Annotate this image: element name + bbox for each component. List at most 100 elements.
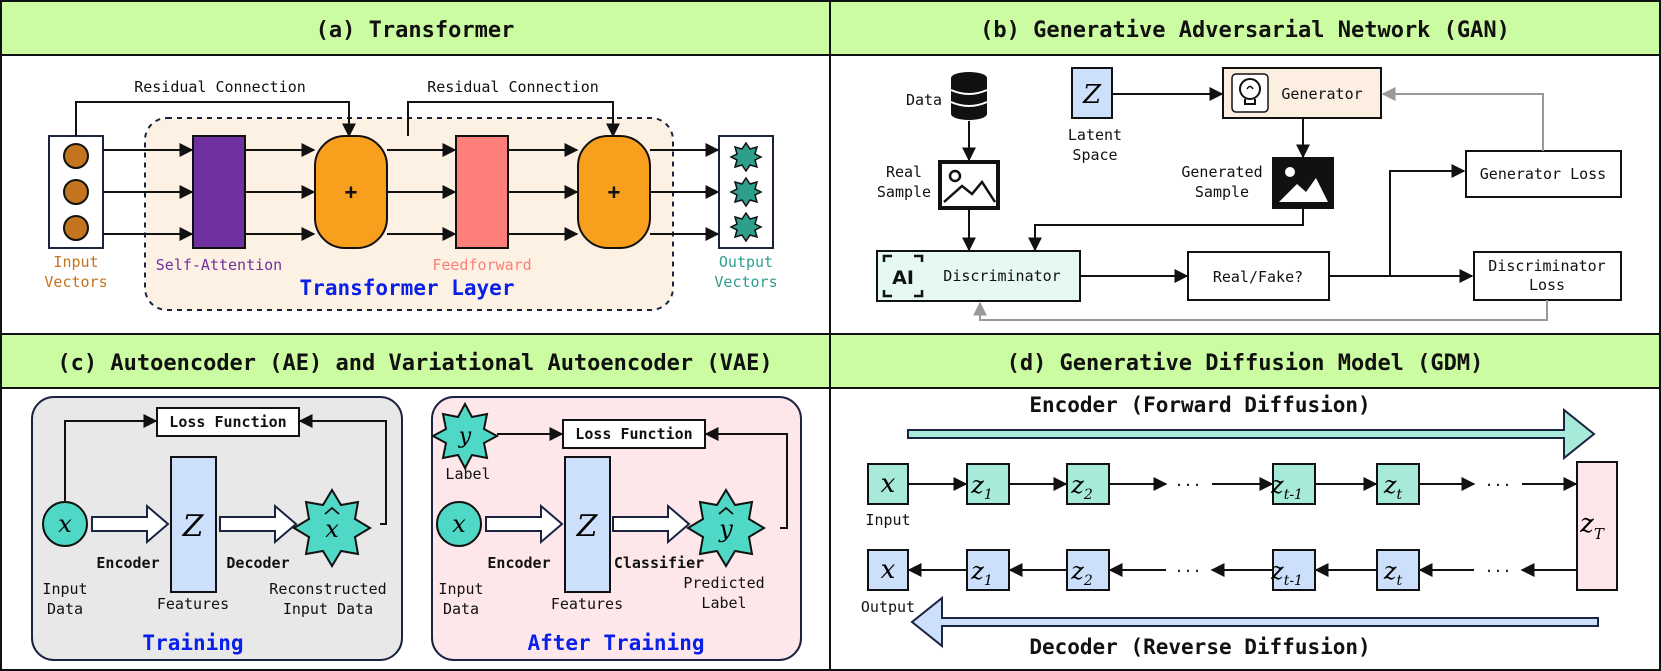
input-data-label-left-2: Data [47,600,83,618]
input-data-label-left-1: Input [42,580,87,598]
latent-space-label-2: Space [1072,146,1117,164]
latent-zT: zT [1579,509,1605,543]
after-training-caption: After Training [527,631,704,655]
generator-label: Generator [1281,85,1362,103]
latent-z-box [1071,67,1113,119]
xhat-symbol: x [325,515,339,543]
features-z-symbol-left: Z [182,509,205,544]
real-sample-label-1: Real [886,163,922,181]
label-y-node [430,401,500,471]
panel-a-header [0,0,831,56]
input-x-symbol-right: x [452,510,466,538]
forward-zt1: zt-1 [1270,471,1303,503]
reverse-ellipsis-2: ··· [1484,562,1511,580]
input-data-label-right-2: Data [443,600,479,618]
features-z-symbol-right: Z [576,509,599,544]
output-x-box [867,549,909,591]
generated-sample-label-2: Sample [1195,183,1249,201]
panel-d-diffusion: Encoder (Forward Diffusion) x Input z1 z… [861,393,1618,659]
classifier-arrow [612,503,691,545]
residual-connection-label-1: Residual Connection [134,78,306,96]
reverse-ellipsis-1: ··· [1174,562,1201,580]
encoder-arrow-right [485,503,564,545]
reconstructed-xhat-node [292,488,372,568]
real-fake-box [1187,251,1330,301]
forward-ellipsis-2: ··· [1484,476,1511,494]
reverse-diffusion-arrow [910,595,1599,649]
predicted-yhat-node [686,488,766,568]
forward-z2-box [1066,463,1110,505]
database-icon [950,72,988,120]
add-norm-plus-1: + [345,180,358,204]
loss-function-label-right: Loss Function [575,425,692,443]
encoder-label-right: Encoder [487,554,550,572]
predicted-label-2: Label [701,594,746,612]
generator-loss-label: Generator Loss [1480,165,1606,183]
transformer-layer-label: Transformer Layer [300,276,515,300]
encoder-arrow-left [91,503,170,545]
training-caption: Training [142,631,243,655]
label-text: Label [445,465,490,483]
input-x-symbol-left: x [58,510,72,538]
output-label: Output [861,598,915,616]
discriminator-label: Discriminator [943,267,1060,285]
reverse-z2: z2 [1070,557,1093,589]
features-label-right: Features [551,595,623,613]
reverse-zt1-box [1272,549,1316,591]
generated-sample-image-icon [1272,157,1334,209]
forward-zt: zt [1383,471,1403,503]
reverse-zt-box [1376,549,1420,591]
self-attention-block [192,135,246,249]
panel-c-title: (c) Autoencoder (AE) and Variational Aut… [57,351,772,376]
predicted-label-1: Predicted [683,574,764,592]
panel-a-transformer: Residual Connection Residual Connection … [44,78,778,311]
panel-b-header [829,0,1661,56]
reverse-z1: z1 [970,557,993,589]
yhat-symbol: y [718,515,733,543]
output-vectors-label-1: Output [719,253,773,271]
latent-zT-box [1576,461,1618,591]
forward-diffusion-arrow [907,407,1596,461]
input-token-3 [63,215,89,241]
output-token-3 [729,211,763,243]
ai-badge-text: AI [892,267,914,289]
input-vectors-label-2: Vectors [44,273,107,291]
features-z-block-right [564,456,611,593]
input-x-node-left [42,501,88,547]
add-norm-plus-2: + [608,180,621,204]
reverse-z1-box [966,549,1010,591]
output-token-1 [729,141,763,173]
encoder-label-left: Encoder [96,554,159,572]
reverse-zt: zt [1383,557,1403,589]
real-fake-label: Real/Fake? [1213,268,1303,286]
residual-connection-label-2: Residual Connection [427,78,599,96]
panel-a-title: (a) Transformer [316,18,515,43]
encoder-forward-label: Encoder (Forward Diffusion) [1029,393,1370,417]
input-x-node-right [436,501,482,547]
input-token-1 [63,143,89,169]
discriminator-loss-box [1473,251,1622,301]
discriminator-loss-label-2: Loss [1529,276,1565,294]
input-data-label-right-1: Input [438,580,483,598]
real-sample-label-2: Sample [877,183,931,201]
latent-z-symbol: Z [1082,80,1102,110]
panel-d-title: (d) Generative Diffusion Model (GDM) [1007,351,1484,376]
ai-chip-icon [882,254,924,298]
input-token-2 [63,179,89,205]
data-label: Data [906,91,942,109]
forward-ellipsis-1: ··· [1174,476,1201,494]
classifier-label: Classifier [614,554,704,572]
latent-space-label-1: Latent [1068,126,1122,144]
features-label-left: Features [157,595,229,613]
generated-sample-label-1: Generated [1181,163,1262,181]
input-vectors-label-1: Input [53,253,98,271]
real-sample-image-icon [938,160,1000,210]
brain-bulb-icon [1231,73,1269,113]
forward-z2: z2 [1070,471,1093,503]
output-vectors-label-2: Vectors [714,273,777,291]
panel-d-header [829,333,1661,389]
input-x-symbol: x [881,469,896,499]
reverse-z2-box [1066,549,1110,591]
reverse-zt1: zt-1 [1270,557,1303,589]
